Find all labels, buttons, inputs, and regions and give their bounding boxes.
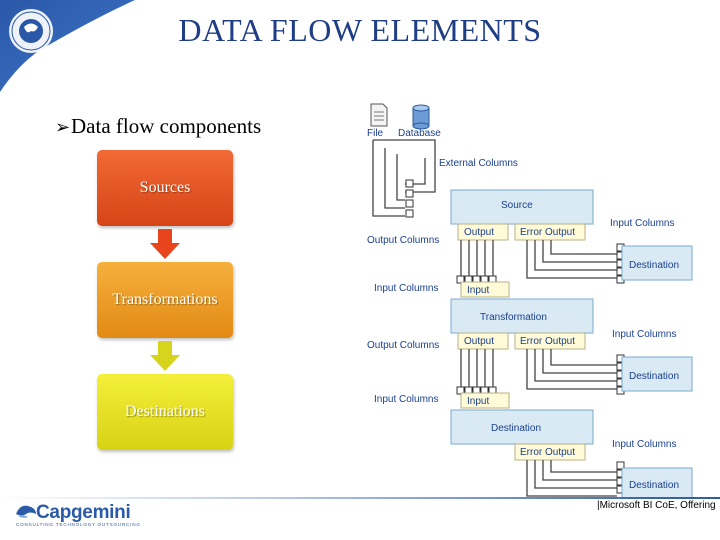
- capgemini-spade-icon: [16, 505, 36, 518]
- database-icon: [412, 104, 430, 130]
- globe-seal-icon: [9, 9, 53, 53]
- bullet-item: ➢Data flow components: [55, 114, 261, 139]
- destination-label-2: Destination: [629, 371, 679, 382]
- source-output-port: [457, 223, 509, 241]
- source-error-label: Error Output: [520, 227, 575, 238]
- input-columns-label-4: Input Columns: [374, 394, 438, 405]
- transformation-output-port: [457, 332, 509, 350]
- transformation-box: [450, 298, 594, 334]
- destination-input-port: [460, 392, 510, 409]
- footer-divider: [0, 497, 720, 499]
- destination-box-1: [621, 245, 693, 281]
- destination-main-label: Destination: [491, 423, 541, 434]
- destination-box-2: [621, 356, 693, 392]
- output-columns-label-2: Output Columns: [367, 340, 439, 351]
- source-error-port: [514, 223, 586, 241]
- capgemini-logo: Capgemini: [36, 502, 131, 523]
- destinations-label: Destinations: [125, 403, 205, 420]
- destinations-box: Destinations: [97, 374, 233, 450]
- transformations-label: Transformations: [112, 291, 218, 308]
- destination-input-label: Input: [467, 396, 489, 407]
- transformation-output-label: Output: [464, 336, 494, 347]
- transformation-input-port: [460, 281, 510, 298]
- bullet-text: Data flow components: [71, 114, 262, 138]
- source-output-label: Output: [464, 227, 494, 238]
- sources-box: Sources: [97, 150, 233, 226]
- source-label: Source: [501, 200, 533, 211]
- output-columns-label-1: Output Columns: [367, 235, 439, 246]
- destination-error-port: [514, 443, 586, 461]
- sources-label: Sources: [139, 179, 191, 196]
- page-title: DATA FLOW ELEMENTS: [178, 12, 542, 48]
- destination-label-1: Destination: [629, 260, 679, 271]
- capgemini-tagline: CONSULTING.TECHNOLOGY.OUTSOURCING: [16, 522, 141, 527]
- transformation-input-label: Input: [467, 285, 489, 296]
- destination-box-3: [621, 467, 693, 499]
- transformation-error-port: [514, 332, 586, 350]
- down-arrow-icon: [150, 229, 180, 259]
- transformations-box: Transformations: [97, 262, 233, 338]
- down-arrow-icon: [150, 341, 180, 371]
- database-label: Database: [398, 128, 441, 139]
- transformation-error-label: Error Output: [520, 336, 575, 347]
- source-box: [450, 189, 594, 225]
- file-icon: [370, 103, 388, 127]
- bullet-arrow-icon: ➢: [55, 117, 71, 138]
- destination-main-box: [450, 409, 594, 445]
- transformation-label: Transformation: [480, 312, 547, 323]
- input-columns-label-2: Input Columns: [374, 283, 438, 294]
- input-columns-label-5: Input Columns: [612, 439, 676, 450]
- file-label: File: [367, 128, 384, 139]
- input-columns-label-1: Input Columns: [610, 218, 674, 229]
- footer-note: |Microsoft BI CoE, Offering: [597, 500, 716, 511]
- corner-decoration: [0, 0, 135, 92]
- destination-label-3: Destination: [629, 480, 679, 491]
- data-flow-diagram: File Database External Columns Source Ou…: [367, 103, 693, 499]
- destination-error-label: Error Output: [520, 447, 575, 458]
- external-columns-label: External Columns: [439, 158, 518, 169]
- input-columns-label-3: Input Columns: [612, 329, 676, 340]
